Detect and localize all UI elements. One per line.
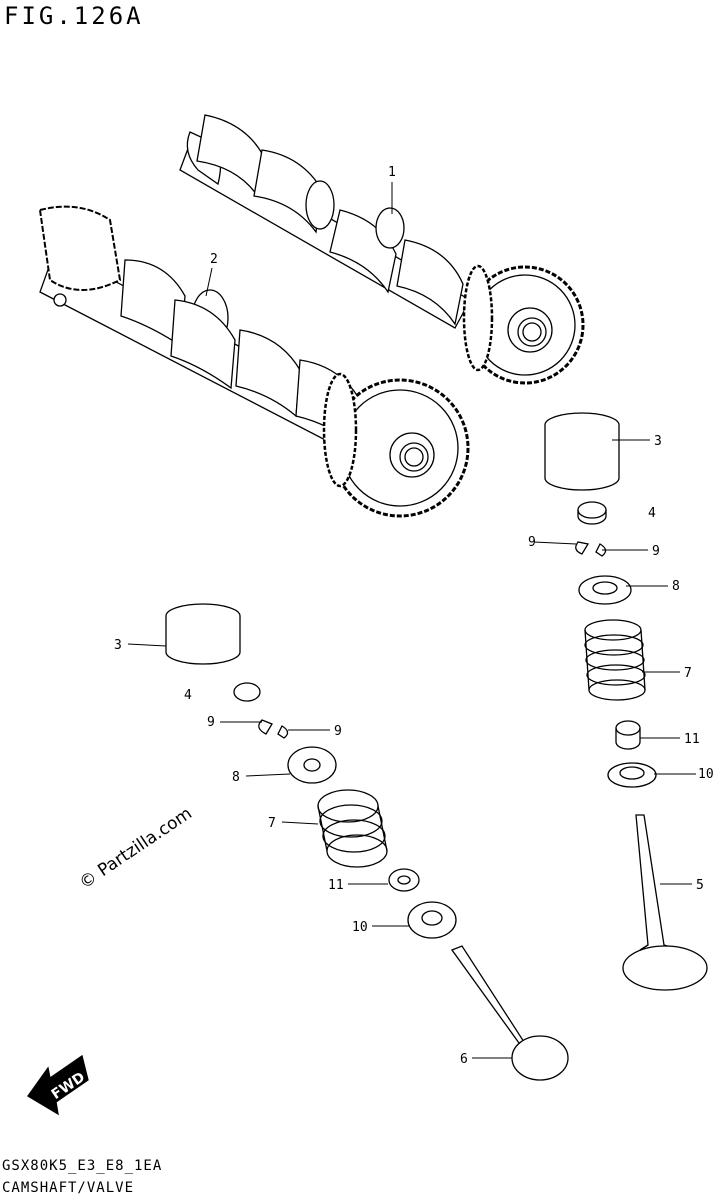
callouts: 1 2 3 4 9 9 8 7 11 10 5 3 4 9 9 8 7 11 1…: [114, 165, 714, 1067]
seat-right[interactable]: [607, 762, 657, 788]
callout-2: 2: [210, 252, 218, 267]
spring-right[interactable]: [584, 619, 646, 701]
callout-7-right: 7: [684, 666, 692, 681]
tappet-left[interactable]: [165, 603, 241, 665]
fwd-arrow: FWD: [27, 1054, 89, 1116]
callout-9-right-b: 9: [652, 544, 660, 559]
shim-left[interactable]: [233, 682, 261, 702]
callout-8-left: 8: [232, 770, 240, 785]
figure-title: FIG.126A: [4, 2, 144, 30]
cotter-left[interactable]: [258, 719, 289, 739]
seal-right[interactable]: [615, 720, 641, 750]
callout-4-right: 4: [648, 506, 656, 521]
cotter-right[interactable]: [575, 541, 607, 557]
camshaft-2[interactable]: [38, 205, 470, 518]
shim-right[interactable]: [577, 501, 607, 525]
model-code: GSX80K5_E3_E8_1EA: [2, 1158, 163, 1174]
callout-11-right: 11: [684, 732, 700, 747]
retainer-left[interactable]: [287, 746, 337, 784]
callout-7-left: 7: [268, 816, 276, 831]
tappet-right[interactable]: [544, 412, 620, 491]
camshaft-1[interactable]: [179, 114, 585, 385]
callout-1: 1: [388, 165, 396, 180]
callout-6: 6: [460, 1052, 468, 1067]
callout-9-left-b: 9: [334, 724, 342, 739]
callout-4-left: 4: [184, 688, 192, 703]
valve-6[interactable]: [450, 945, 569, 1081]
callout-3-right: 3: [654, 434, 662, 449]
valve-5[interactable]: [622, 814, 708, 991]
leader-lines: [127, 182, 696, 1059]
callout-8-right: 8: [672, 579, 680, 594]
callout-9-right-a: 9: [528, 535, 536, 550]
callout-10-right: 10: [698, 767, 714, 782]
callout-5: 5: [696, 878, 704, 893]
seat-left[interactable]: [407, 901, 457, 939]
callout-10-left: 10: [352, 920, 368, 935]
retainer-right[interactable]: [578, 575, 632, 605]
section-name: CAMSHAFT/VALVE: [2, 1180, 135, 1196]
callout-3-left: 3: [114, 638, 122, 653]
spring-left[interactable]: [317, 789, 388, 868]
callout-9-left-a: 9: [207, 715, 215, 730]
seal-left[interactable]: [388, 868, 420, 892]
callout-11-left: 11: [328, 878, 344, 893]
